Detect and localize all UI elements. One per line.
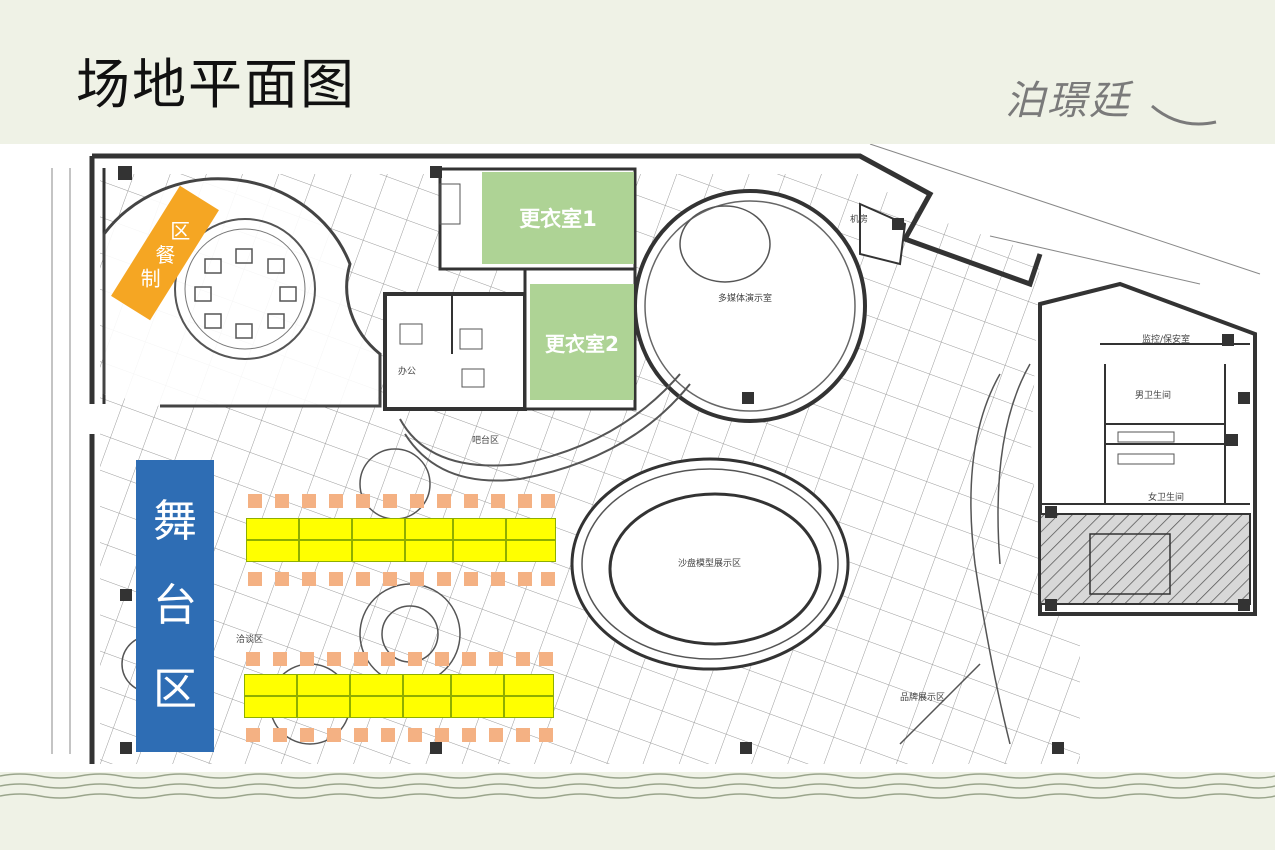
chair xyxy=(464,494,478,508)
chair xyxy=(410,494,424,508)
chair xyxy=(381,728,395,742)
label-sand-table: 沙盘模型展示区 xyxy=(678,559,742,569)
chair xyxy=(246,652,260,666)
chair xyxy=(329,572,343,586)
stage-char-1: 舞 xyxy=(153,496,197,547)
label-bar: 吧台区 xyxy=(472,436,500,446)
chair xyxy=(491,572,505,586)
chair xyxy=(539,728,553,742)
chair xyxy=(516,652,530,666)
chair xyxy=(518,572,532,586)
chair xyxy=(300,652,314,666)
chair xyxy=(489,652,503,666)
table-cell xyxy=(244,674,297,696)
chair xyxy=(275,572,289,586)
table-cell xyxy=(352,518,405,540)
chair xyxy=(354,728,368,742)
label-multimedia: 多媒体演示室 xyxy=(718,294,773,304)
footer-band xyxy=(0,772,1275,850)
brand-logo: 泊璟廷 xyxy=(1005,78,1131,124)
chair xyxy=(437,572,451,586)
chair xyxy=(354,652,368,666)
label-machine-room: 机房 xyxy=(850,215,869,225)
chair xyxy=(541,494,555,508)
chair xyxy=(275,494,289,508)
stage-char-2: 台 xyxy=(153,580,197,631)
chair xyxy=(383,572,397,586)
chair xyxy=(435,728,449,742)
table-cell xyxy=(244,696,297,718)
chair xyxy=(462,728,476,742)
table-cell xyxy=(297,696,350,718)
chair xyxy=(464,572,478,586)
chair xyxy=(381,652,395,666)
chair xyxy=(539,652,553,666)
changing-room-2: 更衣室2 xyxy=(530,284,634,400)
label-security: 监控/保安室 xyxy=(1142,335,1191,345)
table-cell xyxy=(453,540,506,562)
stage-char-3: 区 xyxy=(153,664,197,715)
chair xyxy=(248,572,262,586)
table-cell xyxy=(350,696,403,718)
table-cell xyxy=(506,518,556,540)
table-cell xyxy=(453,518,506,540)
changing-room-1: 更衣室1 xyxy=(482,172,634,264)
chair xyxy=(246,728,260,742)
chair xyxy=(329,494,343,508)
chair xyxy=(248,494,262,508)
chair xyxy=(408,728,422,742)
label-office: 办公 xyxy=(398,367,417,377)
chair xyxy=(541,572,555,586)
table-cell xyxy=(403,696,451,718)
table-cell xyxy=(297,674,350,696)
label-female-toilet: 女卫生间 xyxy=(1148,493,1185,503)
chair xyxy=(302,572,316,586)
chair xyxy=(356,494,370,508)
table-cell xyxy=(451,674,504,696)
chair xyxy=(327,652,341,666)
chair xyxy=(356,572,370,586)
chair xyxy=(327,728,341,742)
label-male-toilet: 男卫生间 xyxy=(1135,391,1172,401)
table-cell xyxy=(350,674,403,696)
chair xyxy=(489,728,503,742)
chair xyxy=(408,652,422,666)
table-cell xyxy=(246,540,299,562)
table-cell xyxy=(299,540,352,562)
chair xyxy=(462,652,476,666)
header: 场地平面图 泊璟廷 xyxy=(0,0,1275,144)
chair xyxy=(273,652,287,666)
makeup-char-3: 区 xyxy=(169,218,190,243)
chair xyxy=(273,728,287,742)
chair xyxy=(300,728,314,742)
label-negotiation: 洽谈区 xyxy=(236,635,264,645)
wave-divider-icon xyxy=(0,773,1275,799)
table-cell xyxy=(352,540,405,562)
chair xyxy=(518,494,532,508)
chair xyxy=(491,494,505,508)
table-cell xyxy=(504,696,554,718)
table-cell xyxy=(403,674,451,696)
table-cell xyxy=(246,518,299,540)
table-cell xyxy=(299,518,352,540)
stage-zone: 舞 台 区 xyxy=(136,460,214,752)
chair xyxy=(383,494,397,508)
table-cell xyxy=(504,674,554,696)
page-title: 场地平面图 xyxy=(76,53,356,116)
table-cell xyxy=(506,540,556,562)
table-cell xyxy=(451,696,504,718)
chair xyxy=(516,728,530,742)
chair xyxy=(435,652,449,666)
table-cell xyxy=(405,518,453,540)
table-cell xyxy=(405,540,453,562)
chair xyxy=(437,494,451,508)
label-brand-display: 品牌展示区 xyxy=(900,693,946,703)
chair xyxy=(302,494,316,508)
chair xyxy=(410,572,424,586)
floor-plan: 更衣室1 更衣室2 舞 台 区 制 餐 区 多媒体演示室 机房 监控/保安室 男… xyxy=(0,144,1275,772)
brand-swash-icon xyxy=(1151,104,1217,126)
